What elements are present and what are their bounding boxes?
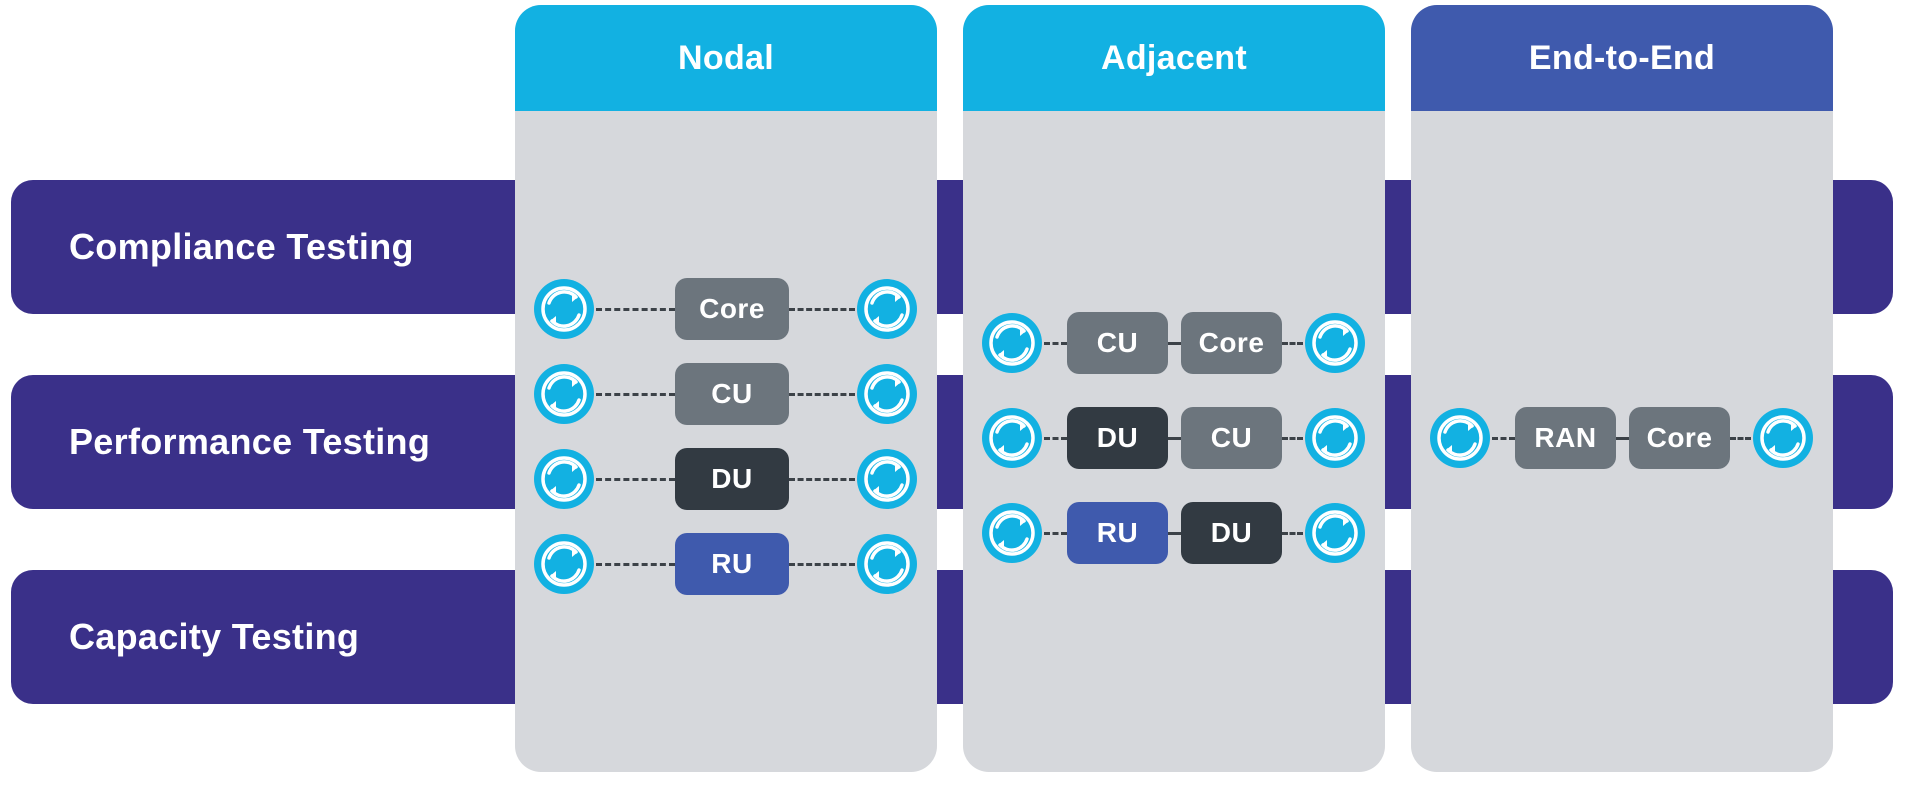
solid-connector	[1616, 437, 1629, 440]
component-box-cu: CU	[675, 363, 789, 425]
refresh-cycle-icon-left	[980, 406, 1044, 470]
component-chain: DU	[515, 447, 937, 511]
dashed-connector	[596, 478, 675, 481]
refresh-cycle-icon-left	[532, 277, 596, 341]
component-box-du: DU	[1181, 502, 1282, 564]
refresh-cycle-icon-left	[532, 532, 596, 596]
component-box-ran: RAN	[1515, 407, 1616, 469]
column-header-end-to-end: End-to-End	[1411, 5, 1833, 111]
refresh-cycle-icon-left	[532, 447, 596, 511]
component-box-core: Core	[1629, 407, 1730, 469]
component-box-ru: RU	[1067, 502, 1168, 564]
refresh-cycle-icon-right	[855, 362, 919, 426]
component-box-ru: RU	[675, 533, 789, 595]
component-chain: RU	[515, 532, 937, 596]
dashed-connector	[789, 308, 855, 311]
dashed-connector	[596, 393, 675, 396]
component-box-core: Core	[675, 278, 789, 340]
refresh-cycle-icon-right	[1303, 406, 1367, 470]
refresh-cycle-icon-left	[532, 362, 596, 426]
dashed-connector	[1044, 342, 1067, 345]
dashed-connector	[1730, 437, 1751, 440]
solid-connector	[1168, 532, 1181, 535]
row-label-compliance: Compliance Testing	[69, 226, 414, 267]
dashed-connector	[789, 393, 855, 396]
dashed-connector	[789, 478, 855, 481]
dashed-connector	[596, 563, 675, 566]
dashed-connector	[1282, 342, 1303, 345]
dashed-connector	[1282, 532, 1303, 535]
component-box-cu: CU	[1067, 312, 1168, 374]
solid-connector	[1168, 437, 1181, 440]
dashed-connector	[596, 308, 675, 311]
column-header-adjacent: Adjacent	[963, 5, 1385, 111]
refresh-cycle-icon-left	[1428, 406, 1492, 470]
row-label-capacity: Capacity Testing	[69, 616, 360, 657]
column-header-nodal: Nodal	[515, 5, 937, 111]
refresh-cycle-icon-right	[855, 532, 919, 596]
refresh-cycle-icon-right	[855, 277, 919, 341]
solid-connector	[1168, 342, 1181, 345]
refresh-cycle-icon-right	[1303, 501, 1367, 565]
dashed-connector	[1044, 532, 1067, 535]
refresh-cycle-icon-right	[1303, 311, 1367, 375]
component-box-du: DU	[1067, 407, 1168, 469]
refresh-cycle-icon-left	[980, 311, 1044, 375]
dashed-connector	[789, 563, 855, 566]
component-box-du: DU	[675, 448, 789, 510]
dashed-connector	[1044, 437, 1067, 440]
dashed-connector	[1282, 437, 1303, 440]
component-box-cu: CU	[1181, 407, 1282, 469]
refresh-cycle-icon-left	[980, 501, 1044, 565]
refresh-cycle-icon-right	[855, 447, 919, 511]
component-chain: Core	[515, 277, 937, 341]
component-box-core: Core	[1181, 312, 1282, 374]
row-label-performance: Performance Testing	[69, 421, 431, 462]
refresh-cycle-icon-right	[1751, 406, 1815, 470]
dashed-connector	[1492, 437, 1515, 440]
component-chain: CU	[515, 362, 937, 426]
